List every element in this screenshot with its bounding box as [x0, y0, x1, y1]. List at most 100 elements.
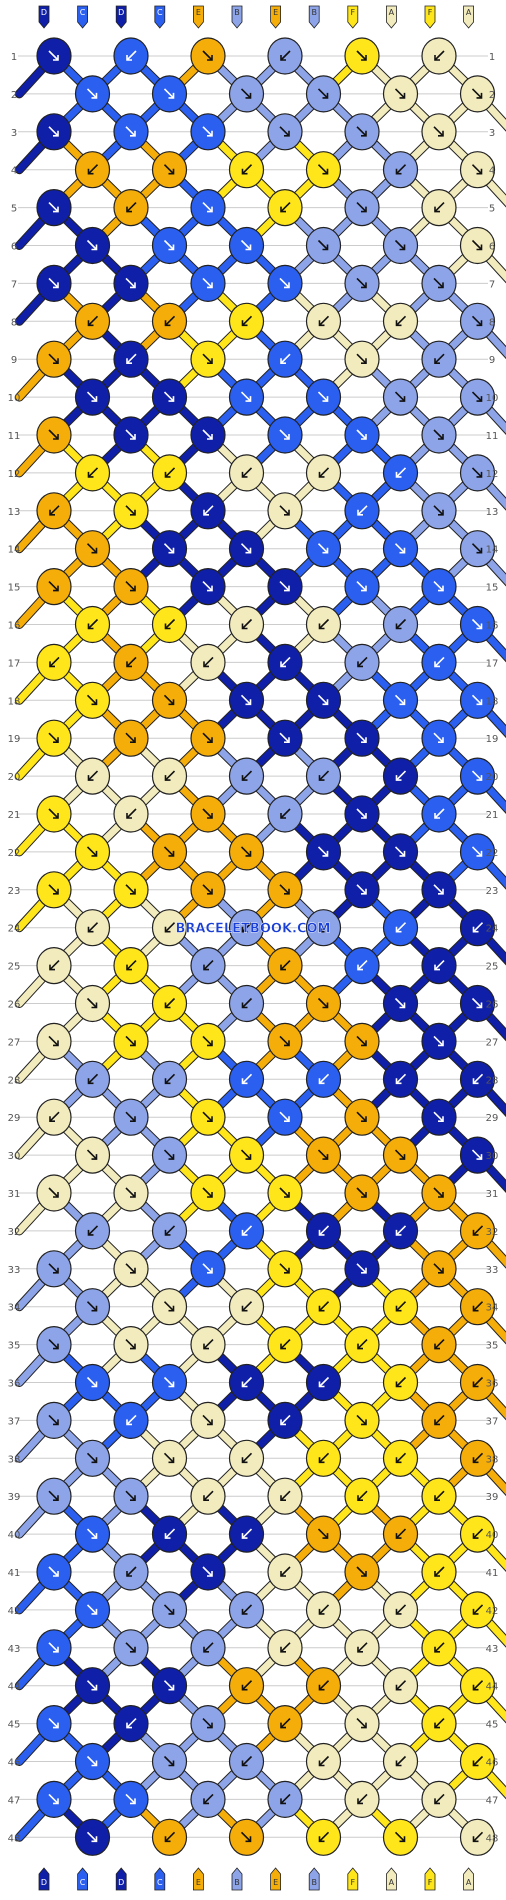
- knot: [230, 1440, 264, 1476]
- row-number-left: 14: [8, 545, 21, 556]
- row-number-right: 2: [489, 90, 495, 101]
- row-number-left: 45: [8, 1720, 21, 1731]
- knot: [345, 190, 379, 226]
- thread-top-letter: B: [234, 8, 240, 17]
- knot: [384, 1819, 418, 1855]
- knot: [230, 531, 264, 567]
- knot: [268, 1554, 302, 1590]
- knot: [422, 38, 456, 74]
- knot: [76, 152, 110, 188]
- row-number-left: 40: [8, 1530, 21, 1541]
- knot: [37, 38, 71, 74]
- knot: [114, 948, 148, 984]
- knot: [384, 910, 418, 946]
- knot: [114, 114, 148, 150]
- knot: [76, 758, 110, 794]
- knot: [76, 228, 110, 264]
- knot: [191, 872, 225, 908]
- row-number-left: 10: [8, 393, 21, 404]
- thread-bottom-letter: B: [311, 1878, 317, 1887]
- knot: [76, 303, 110, 339]
- row-number-right: 33: [486, 1265, 499, 1276]
- knot: [114, 493, 148, 529]
- knot: [422, 417, 456, 453]
- knot: [37, 1023, 71, 1059]
- knot: [76, 607, 110, 643]
- row-number-right: 22: [486, 848, 499, 859]
- knot: [230, 682, 264, 718]
- knot: [153, 682, 187, 718]
- knot: [268, 493, 302, 529]
- knot: [114, 417, 148, 453]
- knot: [345, 265, 379, 301]
- row-number-right: 44: [486, 1682, 499, 1693]
- knot: [37, 872, 71, 908]
- knot: [76, 910, 110, 946]
- knot: [191, 1630, 225, 1666]
- knot: [307, 1819, 341, 1855]
- knot: [268, 569, 302, 605]
- row-number-right: 7: [489, 279, 495, 290]
- knot: [37, 1781, 71, 1817]
- row-number-right: 46: [486, 1758, 499, 1769]
- knot: [191, 114, 225, 150]
- knot: [191, 1327, 225, 1363]
- knot: [153, 1819, 187, 1855]
- knot: [268, 948, 302, 984]
- knot: [37, 1175, 71, 1211]
- knot: [384, 1213, 418, 1249]
- knot: [76, 531, 110, 567]
- knot: [191, 644, 225, 680]
- knot: [384, 152, 418, 188]
- knot: [422, 1251, 456, 1287]
- knot: [114, 644, 148, 680]
- knot: [76, 1440, 110, 1476]
- knot: [153, 1440, 187, 1476]
- knot: [153, 1213, 187, 1249]
- knot: [422, 493, 456, 529]
- knot: [422, 265, 456, 301]
- row-number-right: 27: [486, 1037, 499, 1048]
- row-number-left: 24: [8, 924, 21, 935]
- row-number-right: 45: [486, 1720, 499, 1731]
- row-number-right: 5: [489, 204, 495, 215]
- knot: [307, 607, 341, 643]
- row-number-left: 22: [8, 848, 21, 859]
- knot: [37, 190, 71, 226]
- knot: [114, 1251, 148, 1287]
- knot: [307, 531, 341, 567]
- thread-bottom-letter: E: [196, 1878, 201, 1887]
- knot: [114, 1175, 148, 1211]
- knot: [268, 1023, 302, 1059]
- knot: [191, 1781, 225, 1817]
- row-number-right: 8: [489, 317, 495, 328]
- knot: [307, 1744, 341, 1780]
- knot: [230, 758, 264, 794]
- row-number-left: 15: [8, 583, 21, 594]
- knot: [384, 1592, 418, 1628]
- knot: [153, 758, 187, 794]
- row-number-right: 38: [486, 1454, 499, 1465]
- row-number-left: 8: [11, 317, 17, 328]
- knot: [37, 644, 71, 680]
- knot: [153, 1668, 187, 1704]
- row-number-right: 11: [486, 431, 499, 442]
- thread-top-letter: E: [273, 8, 278, 17]
- knot: [345, 948, 379, 984]
- knot: [230, 152, 264, 188]
- knot: [345, 1251, 379, 1287]
- knot: [191, 1251, 225, 1287]
- knot: [268, 1175, 302, 1211]
- knot: [153, 1592, 187, 1628]
- row-number-right: 21: [486, 810, 499, 821]
- knot: [307, 1440, 341, 1476]
- row-number-right: 37: [486, 1416, 499, 1427]
- knot: [268, 1781, 302, 1817]
- row-number-right: 19: [486, 734, 499, 745]
- row-number-right: 3: [489, 128, 495, 139]
- row-number-left: 38: [8, 1454, 21, 1465]
- row-number-left: 26: [8, 1000, 21, 1011]
- knot: [345, 1781, 379, 1817]
- knot: [422, 1554, 456, 1590]
